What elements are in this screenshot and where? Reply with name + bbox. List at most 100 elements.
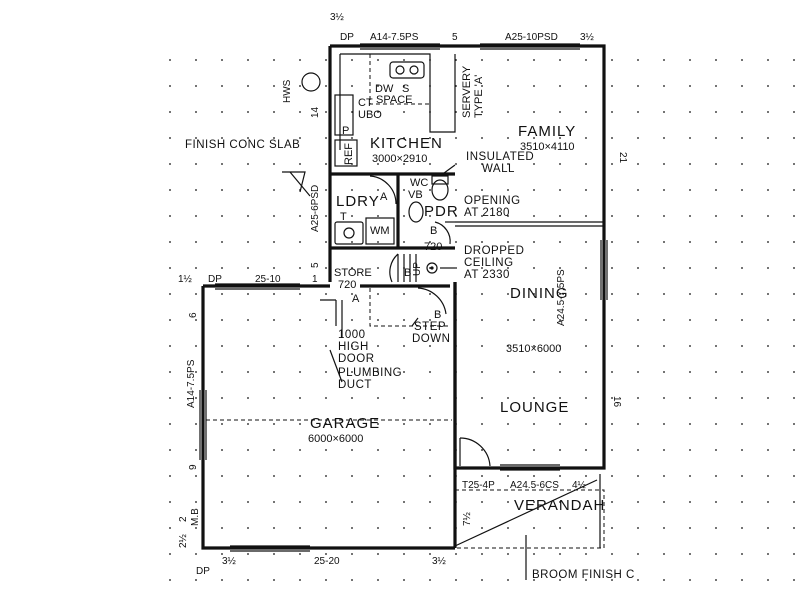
grid-dot (767, 241, 769, 243)
grid-dot (507, 449, 509, 451)
grid-dot (741, 111, 743, 113)
grid-dot (247, 163, 249, 165)
grid-dot (273, 579, 275, 581)
grid-dot (169, 111, 171, 113)
grid-dot (637, 163, 639, 165)
grid-dot (559, 111, 561, 113)
grid-dot (611, 163, 613, 165)
dim-top-a14: A14-7.5PS (370, 32, 419, 43)
label-wm: WM (370, 225, 390, 237)
grid-dot (429, 579, 431, 581)
grid-dot (455, 163, 457, 165)
note-insulated-2: WALL (482, 163, 515, 175)
dim-top-right-half: 3½ (580, 32, 595, 43)
grid-dot (507, 111, 509, 113)
grid-dot (403, 137, 405, 139)
grid-dot (741, 319, 743, 321)
grid-dot (637, 527, 639, 529)
grid-dot (299, 59, 301, 61)
grid-dot (715, 501, 717, 503)
grid-dot (689, 527, 691, 529)
grid-dot (351, 345, 353, 347)
grid-dot (663, 293, 665, 295)
grid-dot (611, 137, 613, 139)
label-b1: B (430, 225, 437, 237)
grid-dot (585, 111, 587, 113)
grid-dot (221, 189, 223, 191)
grid-dot (559, 501, 561, 503)
grid-dot (793, 319, 795, 321)
grid-dot (585, 345, 587, 347)
grid-dot (689, 111, 691, 113)
grid-dot (247, 137, 249, 139)
leader-lines (282, 164, 527, 580)
grid-dot (221, 397, 223, 399)
grid-dot (767, 215, 769, 217)
grid-dot (429, 449, 431, 451)
label-servery-2: TYPE 'A' (473, 75, 485, 118)
dim-left-mb: M.B (190, 508, 201, 526)
grid-dot (715, 85, 717, 87)
grid-dot (663, 397, 665, 399)
grid-dot (429, 163, 431, 165)
grid-dot (403, 241, 405, 243)
grid-dot (559, 267, 561, 269)
grid-dot (377, 449, 379, 451)
note-dropped-1: DROPPED (464, 245, 524, 257)
label-s: S (402, 83, 409, 95)
grid-dot (325, 449, 327, 451)
grid-dot (403, 579, 405, 581)
grid-dot (429, 267, 431, 269)
grid-dot (403, 85, 405, 87)
grid-dot (247, 293, 249, 295)
grid-dot (715, 215, 717, 217)
grid-dot (533, 137, 535, 139)
grid-dot (611, 449, 613, 451)
grid-dot (169, 397, 171, 399)
grid-dot (273, 553, 275, 555)
grid-dot (299, 163, 301, 165)
grid-dot (377, 293, 379, 295)
grid-dot (533, 553, 535, 555)
dim-right-a24: A24.5-7.5PS (556, 269, 567, 326)
grid-dot (351, 501, 353, 503)
grid-dot (169, 319, 171, 321)
grid-dot (221, 553, 223, 555)
grid-dot (221, 423, 223, 425)
grid-dot (429, 371, 431, 373)
grid-dot (273, 397, 275, 399)
grid-dot (273, 267, 275, 269)
label-ubo: UBO (358, 109, 382, 121)
grid-dot (793, 397, 795, 399)
grid-dot (793, 371, 795, 373)
grid-dot (325, 319, 327, 321)
grid-dot (559, 371, 561, 373)
grid-dot (715, 293, 717, 295)
grid-dot (273, 163, 275, 165)
grid-dot (741, 527, 743, 529)
grid-dot (273, 371, 275, 373)
grid-dot (793, 345, 795, 347)
grid-dot (481, 397, 483, 399)
grid-dot (637, 371, 639, 373)
grid-dot (507, 345, 509, 347)
grid-dot (741, 267, 743, 269)
room-garage-name: GARAGE (310, 415, 380, 432)
grid-dot (403, 423, 405, 425)
grid-dot (663, 215, 665, 217)
grid-dot (377, 553, 379, 555)
grid-dot (247, 501, 249, 503)
grid-dot (247, 449, 249, 451)
grid-dot (403, 293, 405, 295)
grid-dot (689, 345, 691, 347)
grid-dot (403, 449, 405, 451)
grid-dot (403, 371, 405, 373)
grid-dot (247, 189, 249, 191)
grid-dot (247, 475, 249, 477)
grid-dot (403, 59, 405, 61)
grid-dot (611, 553, 613, 555)
grid-dot (533, 111, 535, 113)
grid-dot (273, 241, 275, 243)
grid-dot (611, 475, 613, 477)
